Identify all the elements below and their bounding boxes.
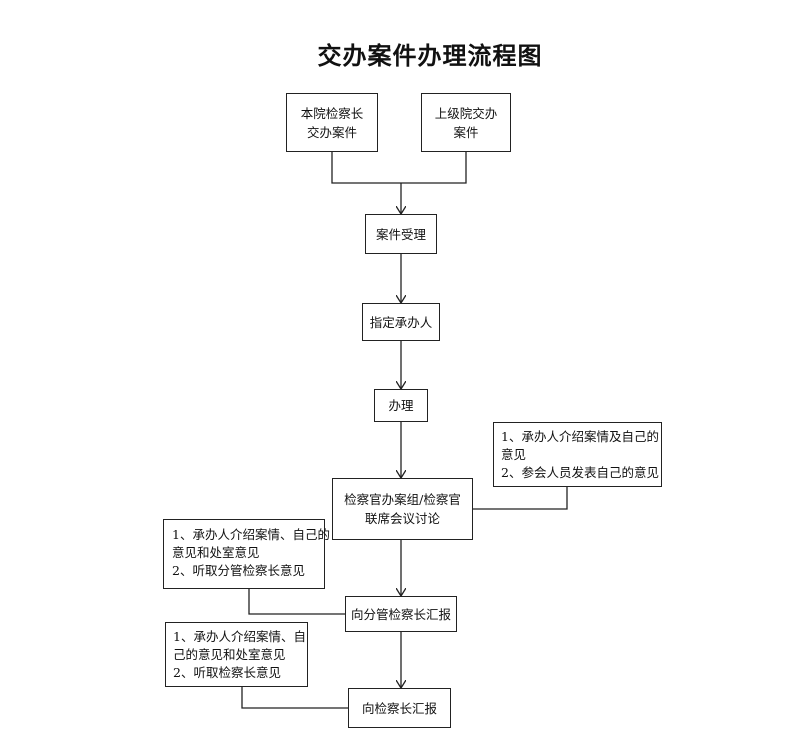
connector-right-source bbox=[401, 152, 467, 184]
note-box-report-chief: 1、承办人介绍案情、自 己的意见和处室意见 2、听取检察长意见 bbox=[165, 622, 308, 687]
source-left-line2: 交办案件 bbox=[306, 124, 357, 140]
source-box-chief-prosecutor: 本院检察长 交办案件 bbox=[286, 93, 378, 152]
source-left-line1: 本院检察长 bbox=[300, 105, 364, 121]
deputy-note-line1: 1、承办人介绍案情、自己的 bbox=[172, 527, 330, 542]
deputy-note-line3: 2、听取分管检察长意见 bbox=[172, 563, 305, 578]
source-right-line1: 上级院交办 bbox=[434, 105, 498, 121]
chief-note-line3: 2、听取检察长意见 bbox=[173, 665, 281, 680]
step-box-handle: 办理 bbox=[374, 389, 428, 422]
discuss-note-line2: 意见 bbox=[501, 447, 527, 462]
discuss-note-line1: 1、承办人介绍案情及自己的 bbox=[501, 429, 659, 444]
step-box-discuss: 检察官办案组/检察官 联席会议讨论 bbox=[332, 478, 473, 540]
discuss-line2: 联席会议讨论 bbox=[364, 511, 440, 526]
chief-note-line2: 己的意见和处室意见 bbox=[173, 647, 286, 662]
page-title: 交办案件办理流程图 bbox=[317, 42, 543, 70]
step-box-accept: 案件受理 bbox=[365, 214, 437, 254]
step-box-assign: 指定承办人 bbox=[362, 303, 440, 341]
connector-chief-note bbox=[241, 687, 348, 709]
connector-deputy-note bbox=[248, 589, 345, 615]
step-box-report-chief: 向检察长汇报 bbox=[348, 688, 451, 728]
deputy-note-line2: 意见和处室意见 bbox=[172, 545, 260, 560]
discuss-note-line3: 2、参会人员发表自己的意见 bbox=[501, 465, 659, 480]
source-box-higher-court: 上级院交办 案件 bbox=[421, 93, 511, 152]
source-right-line2: 案件 bbox=[453, 124, 479, 140]
chief-note-line1: 1、承办人介绍案情、自 bbox=[173, 629, 306, 644]
connector-discuss-note bbox=[473, 487, 568, 510]
discuss-line1: 检察官办案组/检察官 bbox=[344, 492, 461, 507]
note-box-discuss: 1、承办人介绍案情及自己的 意见 2、参会人员发表自己的意见 bbox=[493, 422, 662, 487]
step-box-report-deputy: 向分管检察长汇报 bbox=[345, 596, 457, 632]
note-box-report-deputy: 1、承办人介绍案情、自己的 意见和处室意见 2、听取分管检察长意见 bbox=[163, 519, 330, 589]
connector-left-source bbox=[331, 152, 401, 184]
